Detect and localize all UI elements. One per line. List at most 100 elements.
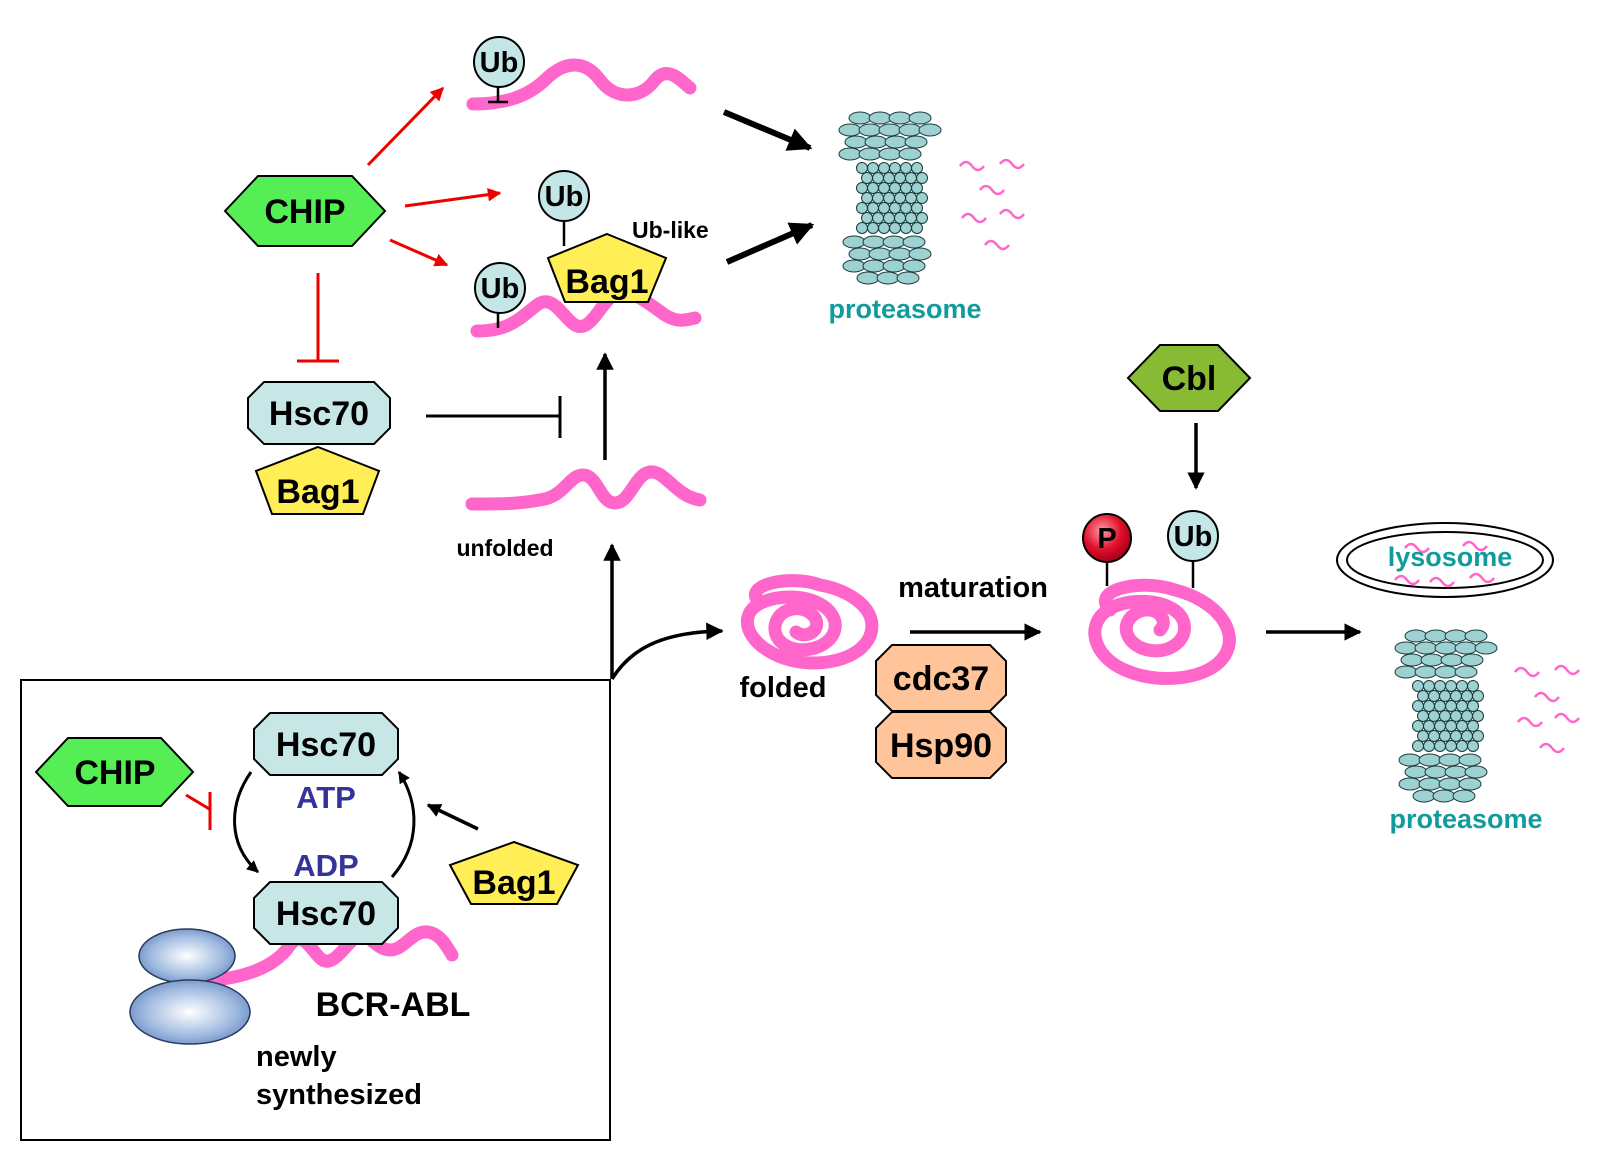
chip-box-label: CHIP [74,754,155,792]
proteasome-subunit [838,147,862,161]
bag1-top-label: Bag1 [565,263,648,301]
peptide-fragments-right [1514,664,1580,754]
proteasome-subunit [908,111,932,125]
proteasome-subunit [856,182,868,194]
proteasome-subunit [1394,665,1418,679]
proteasome-subunit [848,247,872,261]
proteasome-subunit [1454,641,1478,655]
chaperone-complex: cdc37 Hsp90 [875,644,1007,779]
hsc70-box-bottom-label: Hsc70 [276,895,376,933]
peptide-fragment [959,160,985,172]
proteasome-subunit [1412,740,1424,752]
proteasome-subunit [911,202,923,214]
proteasome-subunit [1454,665,1478,679]
proteasome-subunit [842,259,866,273]
proteasome-subunit [872,212,884,224]
proteasome-subunit [900,202,912,214]
synthesized-label: synthesized [256,1079,422,1111]
proteasome-subunit [916,172,928,184]
proteasome-subunit [1424,765,1448,779]
peptide-fragments-top [959,158,1025,251]
nascent-chain-complex: Hsc70 BCR-ABL newly synthesized [129,881,471,1111]
proteasome-subunit [878,147,902,161]
proteasome-subunit [1418,777,1442,791]
adp-label: ADP [293,848,358,883]
peptide-fragment [999,208,1025,220]
proteasome-subunit [916,212,928,224]
proteasome-subunit [883,212,895,224]
hsc70-mid-label: Hsc70 [269,395,369,433]
proteasome-subunit [862,235,886,249]
box-to-branches [603,543,724,680]
proteasome-subunit [1423,700,1435,712]
cbl: Cbl [1126,344,1252,490]
proteasome-subunit [883,192,895,204]
ub-like-label: Ub-like [632,217,709,243]
proteasome-subunit [867,162,879,174]
proteasome-subunit [911,182,923,194]
proteasome-subunit [1412,700,1424,712]
bag1-box-label: Bag1 [472,864,555,902]
proteasome-subunit [861,172,873,184]
proteasome-subunit [894,172,906,184]
proteasome-subunit [1412,680,1424,692]
proteasome-subunit [902,259,926,273]
proteasome-subunit [1456,720,1468,732]
proteasome-subunit [876,271,900,285]
proteasome-subunit [1423,680,1435,692]
proteasome-subunit [1432,789,1456,803]
proteasome-subunit [1440,653,1464,667]
proteasome-subunit [878,123,902,137]
proteasome-subunit [864,135,888,149]
proteasome-subunit [1467,680,1479,692]
chip-box: CHIP [34,737,212,830]
maturation-arrow: maturation [898,572,1048,641]
proteasome-subunit [1417,710,1429,722]
proteasome-subunit [911,162,923,174]
proteasome-subunit [1428,730,1440,742]
peptide-fragment [1534,691,1560,703]
proteasome-subunit [1394,641,1418,655]
proteasome-subunit [1417,730,1429,742]
proteasome-subunit [1423,720,1435,732]
proteasome-subunit [905,192,917,204]
hsp90-label: Hsp90 [890,727,992,765]
proteasome-subunit [1434,720,1446,732]
proteasome-subunit [900,182,912,194]
peptide-fragment [1514,666,1540,678]
cbl-label: Cbl [1162,360,1217,398]
proteasome-subunit [898,123,922,137]
hsc70-cycle: Hsc70 ATP ADP Bag1 [233,712,580,905]
proteasome-subunit [856,162,868,174]
chip-top-label: CHIP [264,193,345,231]
ub-2-label: Ub [545,181,584,213]
proteasome-subunit [1467,740,1479,752]
proteasome-subunit [872,192,884,204]
proteasome-subunit [1414,641,1438,655]
proteasome-subunit [1434,740,1446,752]
proteasome-top [838,111,942,285]
proteasome-subunit [867,222,879,234]
bcr-abl-label: BCR-ABL [316,986,471,1024]
proteasome-subunit [1439,710,1451,722]
lysosome: lysosome [1336,522,1554,598]
proteasome-subunit [916,192,928,204]
proteasome-subunit [1461,710,1473,722]
proteasome-subunit [856,202,868,214]
proteasome-subunit [1445,720,1457,732]
lysosome-label: lysosome [1388,542,1513,572]
proteasome-subunit [1464,629,1488,643]
proteasome-subunit [868,247,892,261]
proteasome-subunit [1452,789,1476,803]
peptide-fragment [961,212,987,224]
proteasome-subunit [878,182,890,194]
proteasome-subunit [898,147,922,161]
atp-label: ATP [296,780,356,815]
unfolded-protein: unfolded [456,465,707,561]
hsc70-inhibits-ubiquitination [426,396,562,438]
proteasome-subunit [900,222,912,234]
proteasome-subunit [1474,641,1498,655]
proteasome-subunit [1445,700,1457,712]
proteasome-subunit [1428,690,1440,702]
proteasome-subunit [867,182,879,194]
